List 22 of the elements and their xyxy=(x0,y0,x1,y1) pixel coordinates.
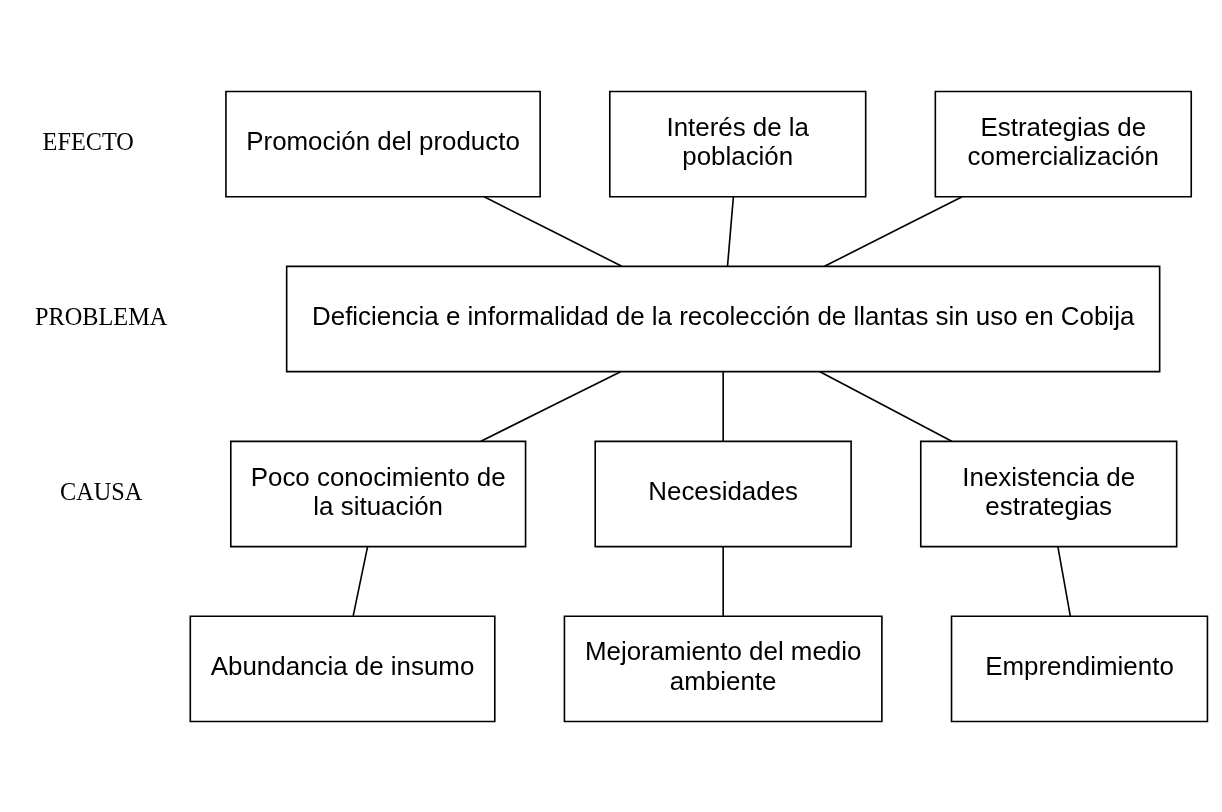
label: CAUSA xyxy=(60,477,143,505)
connector xyxy=(1057,545,1072,617)
connector xyxy=(726,195,735,267)
connector xyxy=(480,370,622,442)
connector xyxy=(819,370,953,442)
node-box: Poco conocimiento de la situación xyxy=(230,440,527,547)
node-box: Emprendimiento xyxy=(950,614,1209,722)
label: EFECTO xyxy=(42,127,134,155)
connector xyxy=(722,370,724,442)
connector xyxy=(823,195,963,267)
node-box: Deficiencia e informalidad de la recolección de llantas sin uso en Cobija xyxy=(285,265,1161,372)
connector xyxy=(352,545,369,617)
node-box: Necesidades xyxy=(594,440,852,547)
node-box: Mejoramiento del medio ambiente xyxy=(563,614,883,722)
connector xyxy=(722,545,724,617)
node-box: Inexistencia de estrategias xyxy=(919,440,1178,547)
node-box: Estrategias de comercialización xyxy=(934,90,1193,198)
connector xyxy=(483,195,623,267)
label: PROBLEMA xyxy=(35,302,168,330)
node-box: Abundancia de insumo xyxy=(189,614,496,722)
node-box: Promoción del producto xyxy=(225,90,541,198)
node-box: Interés de la población xyxy=(609,90,867,198)
